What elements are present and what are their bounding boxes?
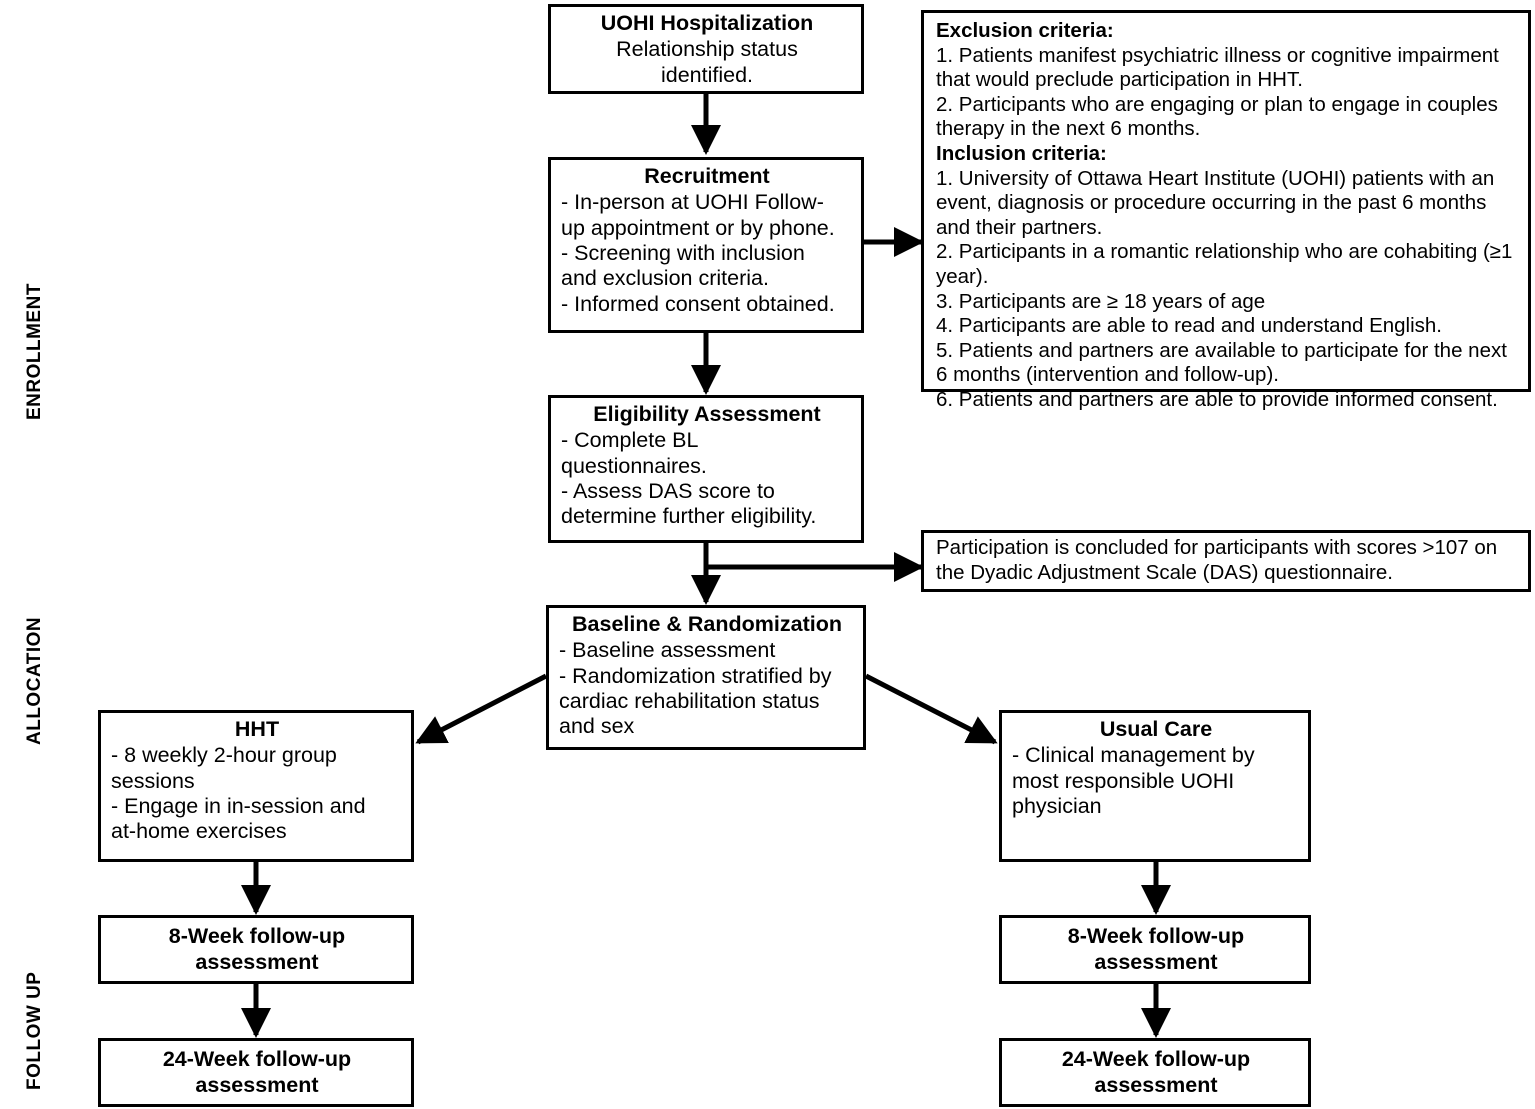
node-hht[interactable]: HHT - 8 weekly 2-hour group sessions - E… [98,710,414,862]
node-baseline-randomization[interactable]: Baseline & Randomization - Baseline asse… [546,605,866,750]
node-title: Baseline & Randomization [572,612,842,636]
node-usual-care-8-week-follow-up[interactable]: 8-Week follow-up assessment [999,915,1311,984]
edge-baseline-to-usual-care [864,673,998,745]
node-body: - In-person at UOHI Follow- up appointme… [561,190,835,316]
node-title: 8-Week follow-up assessment [168,924,346,974]
node-eligibility-assessment[interactable]: Eligibility Assessment - Complete BL que… [548,395,864,543]
inclusion-criteria-header: Inclusion criteria: [936,141,1107,165]
node-uohi-hospitalization[interactable]: UOHI Hospitalization Relationship status… [548,4,864,94]
phase-label-allocation: ALLOCATION [24,616,45,745]
node-body: Relationship status identified. [616,37,798,87]
node-usual-care-24-week-follow-up[interactable]: 24-Week follow-up assessment [999,1038,1311,1107]
node-body: - Clinical management by most responsibl… [1012,743,1255,819]
node-title: HHT [234,717,280,741]
inclusion-criteria-item: 1. University of Ottawa Heart Institute … [936,166,1495,239]
node-body: - Baseline assessment - Randomization st… [559,638,832,739]
node-usual-care[interactable]: Usual Care - Clinical management by most… [999,710,1311,862]
edge-baseline-to-hht [415,673,548,745]
node-recruitment[interactable]: Recruitment - In-person at UOHI Follow- … [548,157,864,333]
exclusion-criteria-item: 1. Patients manifest psychiatric illness… [936,43,1499,92]
exclusion-criteria-item: 2. Participants who are engaging or plan… [936,92,1498,141]
node-hht-8-week-follow-up[interactable]: 8-Week follow-up assessment [98,915,414,984]
node-hht-24-week-follow-up[interactable]: 24-Week follow-up assessment [98,1038,414,1107]
panel-criteria: Exclusion criteria: 1. Patients manifest… [921,10,1531,411]
exclusion-criteria-header: Exclusion criteria: [936,19,1114,42]
inclusion-criteria-item: 6. Patients and partners are able to pro… [936,387,1498,411]
node-body: - Complete BL questionnaires. - Assess D… [561,428,817,529]
phase-label-followup: FOLLOW UP [24,971,45,1090]
inclusion-criteria-item: 3. Participants are ≥ 18 years of age [936,289,1266,313]
panel-das-exit-note: Participation is concluded for participa… [921,530,1531,592]
node-title: Recruitment [644,164,770,188]
node-title: 24-Week follow-up assessment [1061,1047,1251,1097]
node-title: 8-Week follow-up assessment [1067,924,1245,974]
inclusion-criteria-item: 4. Participants are able to read and und… [936,314,1442,338]
node-title: UOHI Hospitalization [600,11,814,35]
node-body: - 8 weekly 2-hour group sessions - Engag… [111,743,366,844]
inclusion-criteria-item: 5. Patients and partners are available t… [936,338,1507,387]
node-title: Eligibility Assessment [593,402,821,426]
node-title: 24-Week follow-up assessment [162,1047,352,1097]
das-exit-note-text: Participation is concluded for participa… [936,536,1498,584]
node-title: Usual Care [1099,717,1213,741]
inclusion-criteria-item: 2. Participants in a romantic relationsh… [936,240,1513,288]
phase-label-enrollment: ENROLLMENT [24,283,45,420]
